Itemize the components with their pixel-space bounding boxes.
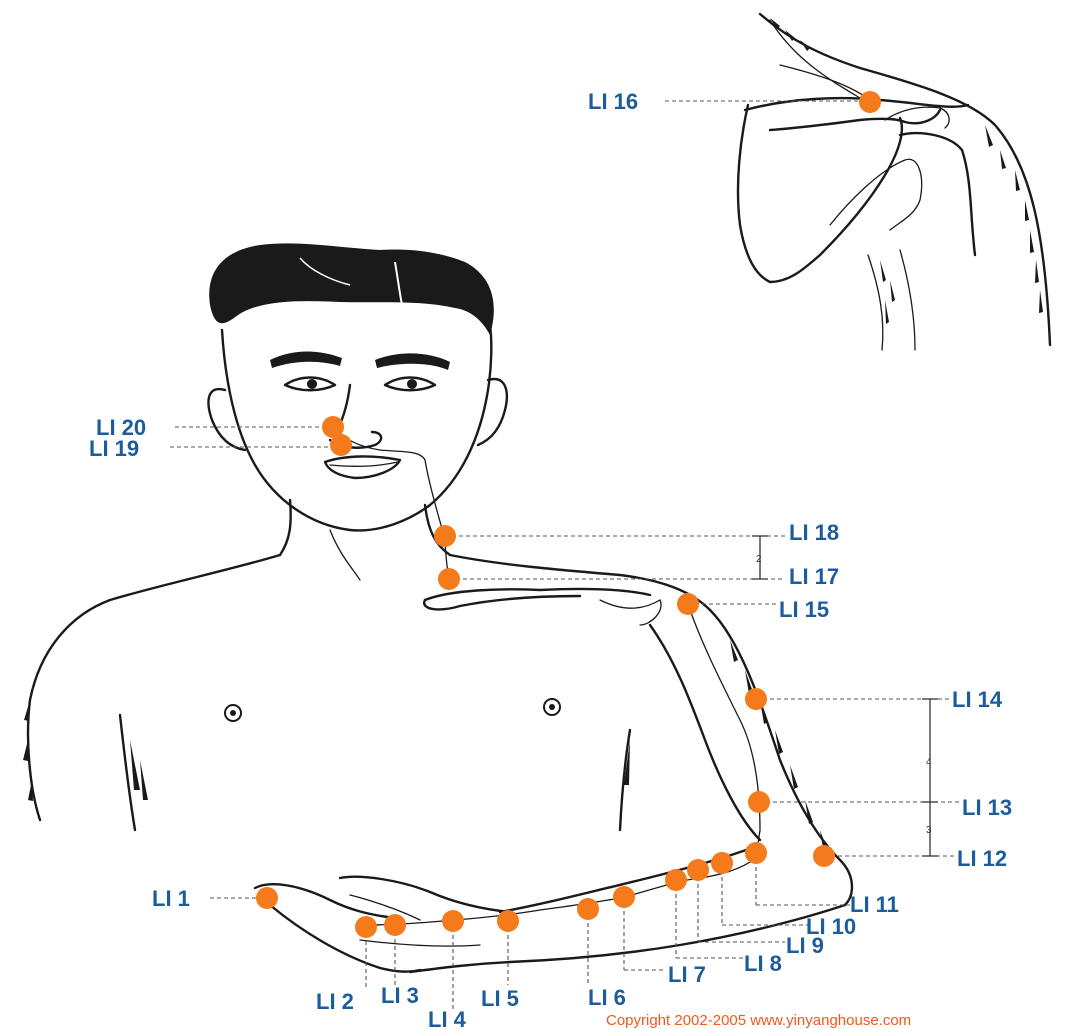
acupoint-li12[interactable] bbox=[813, 845, 835, 867]
label-li2: LI 2 bbox=[316, 989, 354, 1014]
copyright-text: Copyright 2002-2005 www.yinyanghouse.com bbox=[606, 1012, 911, 1029]
acupoint-li1[interactable] bbox=[256, 887, 278, 909]
label-li20: LI 20 bbox=[96, 415, 146, 440]
acupoint-markers bbox=[256, 91, 881, 938]
shoulder-inset-illustration bbox=[738, 14, 1050, 350]
acupoint-li2[interactable] bbox=[355, 916, 377, 938]
label-li3: LI 3 bbox=[381, 983, 419, 1008]
label-li13: LI 13 bbox=[962, 795, 1012, 820]
label-li16: LI 16 bbox=[588, 89, 638, 114]
measure-neck-value: 2 bbox=[756, 554, 762, 565]
label-li6: LI 6 bbox=[588, 985, 626, 1010]
label-li18: LI 18 bbox=[789, 520, 839, 545]
label-li8: LI 8 bbox=[744, 951, 782, 976]
acupoint-li5[interactable] bbox=[497, 910, 519, 932]
acupoint-li15[interactable] bbox=[677, 593, 699, 615]
acupoint-li16[interactable] bbox=[859, 91, 881, 113]
acupoint-li8[interactable] bbox=[665, 869, 687, 891]
label-li17: LI 17 bbox=[789, 564, 839, 589]
acupoint-li17[interactable] bbox=[438, 568, 460, 590]
acupoint-li3[interactable] bbox=[384, 914, 406, 936]
label-li4: LI 4 bbox=[428, 1007, 467, 1029]
label-li15: LI 15 bbox=[779, 597, 829, 622]
acupoint-li13[interactable] bbox=[748, 791, 770, 813]
label-li10: LI 10 bbox=[806, 914, 856, 939]
label-li5: LI 5 bbox=[481, 986, 519, 1011]
acupoint-li11[interactable] bbox=[745, 842, 767, 864]
acupoint-li4[interactable] bbox=[442, 910, 464, 932]
label-li12: LI 12 bbox=[957, 846, 1007, 871]
measure-lower-value: 3 bbox=[926, 825, 932, 836]
leader-lines bbox=[170, 101, 960, 1010]
acupoint-li10[interactable] bbox=[711, 852, 733, 874]
acupoint-li7[interactable] bbox=[613, 886, 635, 908]
acupoint-li20[interactable] bbox=[322, 416, 344, 438]
label-li1: LI 1 bbox=[152, 886, 190, 911]
label-li11: LI 11 bbox=[850, 892, 899, 917]
acupoint-li14[interactable] bbox=[745, 688, 767, 710]
label-li14: LI 14 bbox=[952, 687, 1003, 712]
acupoint-labels: LI 1 LI 2 LI 3 LI 4 LI 5 LI 6 LI 7 LI 8 … bbox=[89, 89, 1012, 1029]
measurement-brackets: 2 4 3 bbox=[752, 536, 938, 856]
acupoint-li18[interactable] bbox=[434, 525, 456, 547]
measure-upper-value: 4 bbox=[926, 757, 932, 768]
acupoint-li6[interactable] bbox=[577, 898, 599, 920]
acupoint-li9[interactable] bbox=[687, 859, 709, 881]
label-li7: LI 7 bbox=[668, 962, 706, 987]
